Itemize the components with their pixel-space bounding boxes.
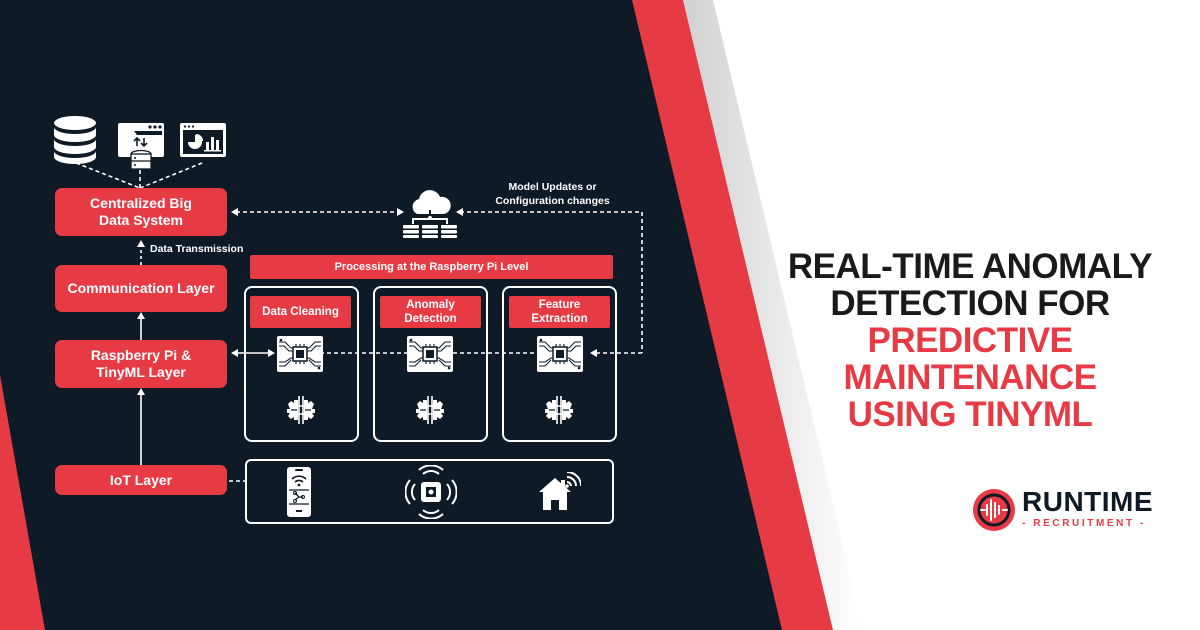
smartphone-circuit-icon [287, 467, 311, 517]
headline-line5: USING TINYML [847, 395, 1093, 434]
ai-gear-icon [545, 396, 573, 424]
logo-wordmark: RUNTIME [1022, 486, 1154, 517]
ai-gear-icon [416, 396, 444, 424]
stage-anomaly-detection [373, 286, 488, 442]
model-updates-label: Model Updates or Configuration changes [470, 180, 635, 208]
stage-label-anomaly-detection: Anomaly Detection [380, 296, 481, 328]
headline: REAL-TIME ANOMALY DETECTION FOR PREDICTI… [760, 248, 1180, 433]
raspberry-tinyml-layer: Raspberry Pi & TinyML Layer [55, 340, 227, 388]
stage-label-feature-extraction: Feature Extraction [509, 296, 610, 328]
cloud-server-icon [403, 190, 457, 238]
ai-gear-icon [287, 396, 315, 424]
stage-feature-extraction [502, 286, 617, 442]
raspberry-label-line2: TinyML Layer [96, 364, 186, 380]
stage-label-text: Anomaly [406, 299, 455, 311]
model-updates-line2: Configuration changes [495, 195, 610, 207]
raspberry-label-line1: Raspberry Pi & [90, 347, 192, 363]
data-transmission-label: Data Transmission [150, 243, 244, 255]
wireless-sensor-icon [405, 465, 457, 519]
iot-layer-label: IoT Layer [109, 471, 173, 488]
headline-line4: MAINTENANCE [843, 358, 1097, 397]
headline-line3: PREDICTIVE [867, 321, 1073, 360]
centralized-big-data-layer: Centralized Big Data System [55, 188, 227, 236]
big-data-label-line2: Data System [98, 212, 184, 228]
iot-layer: IoT Layer [55, 465, 227, 495]
iot-devices-panel [245, 459, 614, 524]
big-data-label-line1: Centralized Big [90, 195, 192, 211]
smart-home-icon [539, 472, 581, 510]
stage-label-text: Extraction [531, 313, 588, 325]
runtime-recruitment-logo[interactable]: RUNTIME - RECRUITMENT - [968, 484, 1168, 536]
headline-line1: REAL-TIME ANOMALY [787, 247, 1153, 286]
analytics-dashboard-icon [180, 123, 226, 157]
stage-label-text: Detection [404, 313, 457, 325]
stage-label-text: Data Cleaning [262, 306, 339, 318]
soundwave-logo-icon [973, 489, 1015, 531]
database-icon [54, 116, 96, 164]
processing-header: Processing at the Raspberry Pi Level [250, 255, 613, 279]
circuit-board-icon [407, 336, 453, 372]
communication-layer-label: Communication Layer [67, 280, 215, 296]
headline-line2: DETECTION FOR [830, 284, 1110, 323]
stage-data-cleaning [244, 286, 359, 442]
model-updates-line1: Model Updates or [508, 181, 597, 193]
logo-subtitle: - RECRUITMENT - [1022, 518, 1146, 529]
circuit-board-icon [537, 336, 583, 372]
stage-label-text: Feature [538, 299, 581, 311]
circuit-board-icon [277, 336, 323, 372]
stage-label-data-cleaning: Data Cleaning [250, 296, 351, 328]
communication-layer: Communication Layer [55, 265, 227, 312]
data-folder-transfer-icon [118, 123, 164, 170]
